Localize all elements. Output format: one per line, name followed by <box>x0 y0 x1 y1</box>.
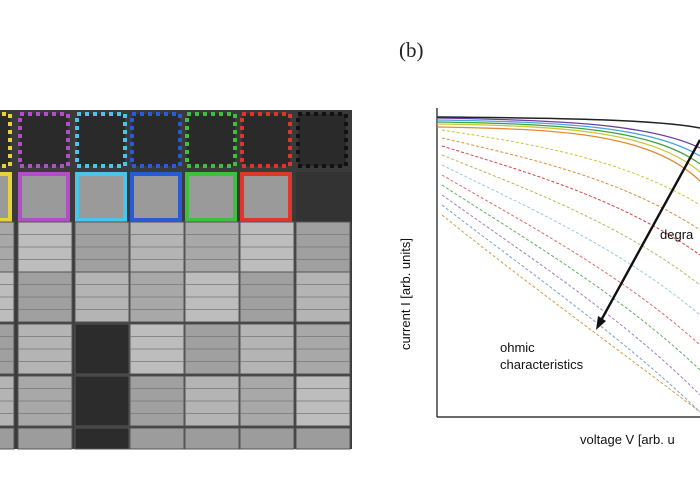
iv-curve-dashed <box>441 174 700 346</box>
iv-curve-dashed <box>441 154 700 286</box>
y-axis-label: current I [arb. units] <box>398 238 413 350</box>
module-cell-bottom <box>295 427 351 450</box>
top-cell-dashed-outline <box>0 112 12 168</box>
iv-curve-dashed <box>441 145 700 256</box>
iv-curve-reference <box>436 116 700 129</box>
panel-label-b: (b) <box>399 38 424 62</box>
module-cell-bottom <box>17 427 73 450</box>
iv-curve-solid <box>436 121 700 165</box>
module-cell <box>74 375 130 427</box>
iv-curve-dashed <box>441 204 700 413</box>
module-cell-bottom <box>184 427 240 450</box>
top-cell-dashed-outline <box>240 112 292 168</box>
iv-curves <box>436 116 700 413</box>
iv-curve-dashed <box>441 214 700 413</box>
top-cell-dashed-outline <box>75 112 127 168</box>
iv-curve-dashed <box>441 184 700 371</box>
x-axis-label: voltage V [arb. u <box>580 432 675 447</box>
cell-solid-outline <box>240 172 292 222</box>
top-cell-dashed-outline <box>296 112 348 168</box>
degradation-label: degra <box>660 227 694 242</box>
panel-b-plot <box>436 108 700 418</box>
iv-curve-solid <box>436 117 700 149</box>
panel-a-el-image <box>0 110 352 450</box>
dark-cell <box>296 172 352 222</box>
top-cell-dashed-outline <box>130 112 182 168</box>
module-cell-bottom <box>129 427 185 450</box>
iv-curve-dashed <box>441 129 700 206</box>
top-cell-dashed-outline <box>18 112 70 168</box>
cell-solid-outline <box>185 172 237 222</box>
arrowhead-icon <box>596 316 606 330</box>
top-cell-dashed-outline <box>185 112 237 168</box>
ohmic-characteristics-label: ohmic characteristics <box>500 339 583 373</box>
iv-curve-solid <box>436 119 700 157</box>
module-cell-bottom <box>0 427 15 450</box>
ohmic-line-1: ohmic <box>500 340 535 355</box>
iv-curve-solid <box>436 126 700 182</box>
cell-solid-outline <box>130 172 182 222</box>
ohmic-line-2: characteristics <box>500 357 584 372</box>
cell-solid-outline <box>0 172 12 222</box>
module-cell-bottom <box>74 427 130 450</box>
iv-curve-solid <box>436 123 700 173</box>
iv-curve-dashed <box>441 137 700 231</box>
degradation-arrow <box>596 139 700 327</box>
cell-solid-outline <box>18 172 70 222</box>
module-cell <box>74 323 130 375</box>
iv-curve-dashed <box>441 194 700 396</box>
module-cell-bottom <box>239 427 295 450</box>
cell-solid-outline <box>75 172 127 222</box>
